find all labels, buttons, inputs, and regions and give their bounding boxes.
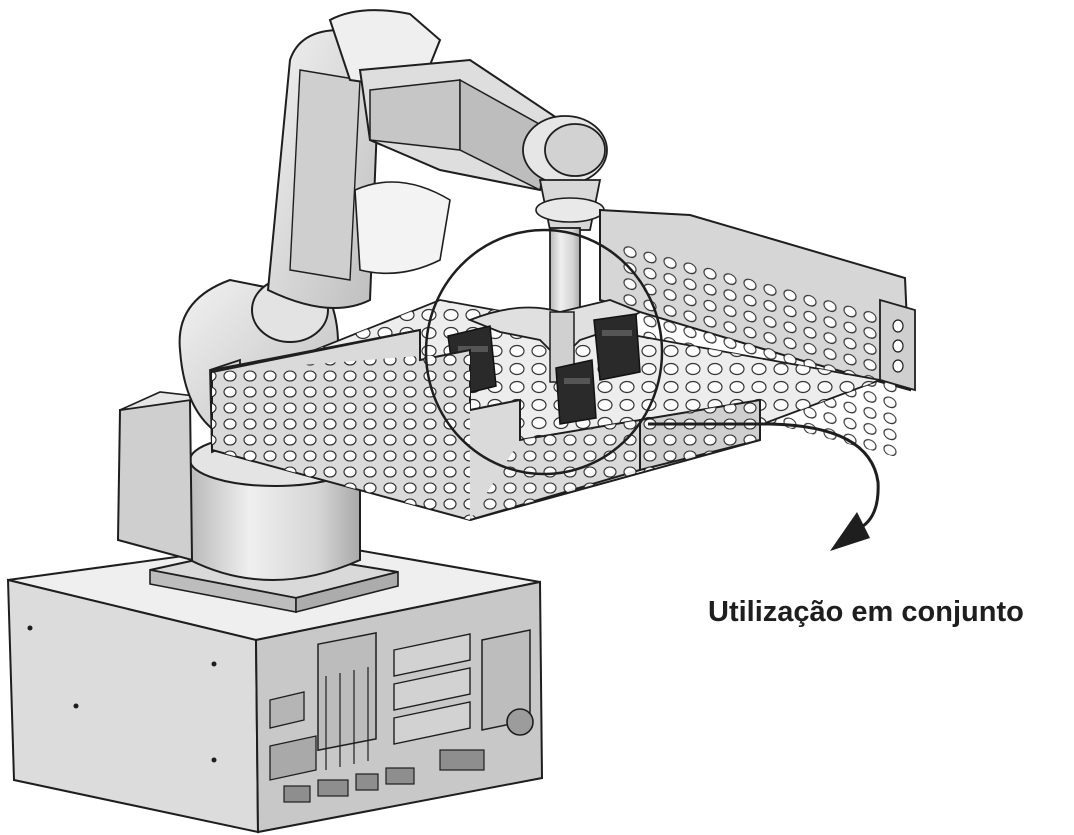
tray-back-wall bbox=[599, 208, 916, 459]
controller-box bbox=[6, 538, 544, 834]
caption-label: Utilização em conjunto bbox=[708, 596, 1024, 628]
gripper bbox=[447, 299, 643, 425]
highlight-circle bbox=[424, 228, 664, 476]
callout-arrow bbox=[648, 422, 880, 551]
